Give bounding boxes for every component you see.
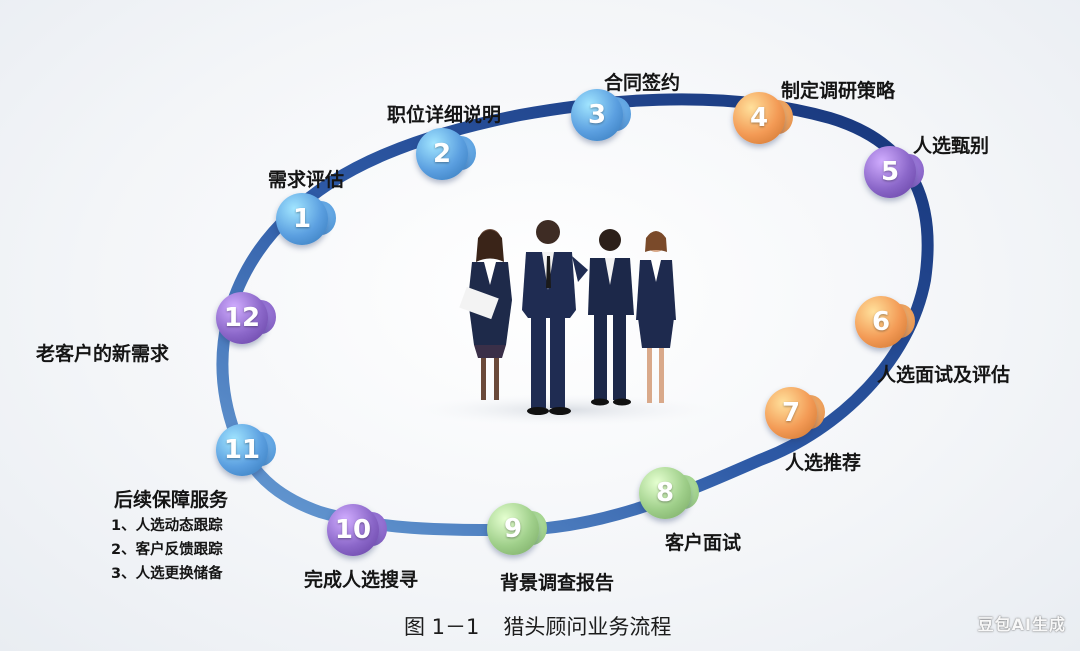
step-5-node: 5 xyxy=(864,146,924,206)
step-3-node: 3 xyxy=(571,89,631,149)
service-item-1: 1、人选动态跟踪 xyxy=(111,518,223,534)
step-8-label: 客户面试 xyxy=(665,532,742,554)
figure-title: 猎头顾问业务流程 xyxy=(503,615,672,639)
step-9-node: 9 xyxy=(487,503,547,563)
step-10-node: 10 xyxy=(327,504,387,564)
step-9-label: 背景调查报告 xyxy=(500,572,615,594)
step-11-node: 11 xyxy=(216,424,276,484)
step-11-label: 后续保障服务 xyxy=(114,489,229,511)
step-2-node: 2 xyxy=(416,128,476,188)
step-7-node: 7 xyxy=(765,387,825,447)
step-7-label: 人选推荐 xyxy=(785,452,862,474)
step-3-label: 合同签约 xyxy=(604,72,681,94)
step-1-label: 需求评估 xyxy=(268,169,345,191)
step-1-node: 1 xyxy=(276,193,336,253)
step-8-node: 8 xyxy=(639,467,699,527)
figure-number: 图 1－1 xyxy=(404,615,480,639)
step-2-label: 职位详细说明 xyxy=(387,104,502,126)
step-10-label: 完成人选搜寻 xyxy=(304,569,419,591)
step-4-node: 4 xyxy=(733,92,793,152)
service-item-2: 2、客户反馈跟踪 xyxy=(111,542,223,558)
service-item-3: 3、人选更换储备 xyxy=(111,566,223,582)
step-12-node: 12 xyxy=(216,292,276,352)
step-12-label: 老客户的新需求 xyxy=(36,343,170,365)
figure-caption: 图 1－1 猎头顾问业务流程 xyxy=(404,611,671,641)
consultant-team-figure xyxy=(459,220,676,415)
step-6-label: 人选面试及评估 xyxy=(877,364,1011,386)
step-6-node: 6 xyxy=(855,296,915,356)
ai-watermark: 豆包AI生成 xyxy=(977,615,1066,634)
process-cycle-ring xyxy=(216,93,934,537)
step-4-label: 制定调研策略 xyxy=(781,80,896,102)
step-5-label: 人选甄别 xyxy=(913,135,990,157)
